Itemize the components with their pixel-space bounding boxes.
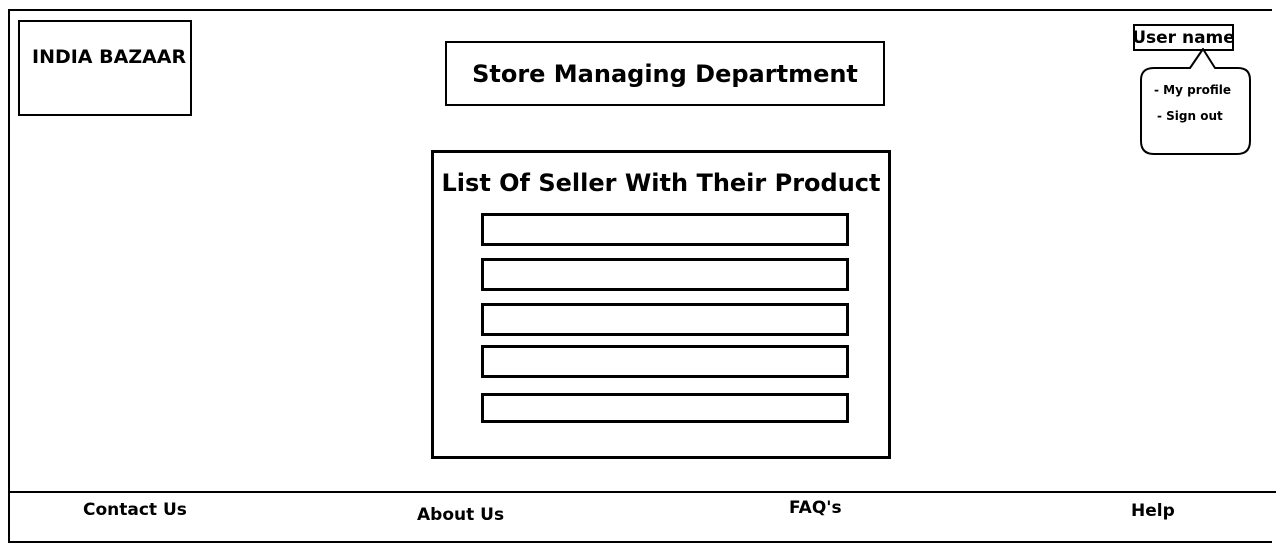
seller-list-row[interactable] bbox=[481, 213, 849, 246]
footer-link-faqs[interactable]: FAQ's bbox=[789, 498, 842, 518]
menu-item-sign-out[interactable]: - Sign out bbox=[1157, 109, 1223, 123]
seller-list-row[interactable] bbox=[481, 303, 849, 336]
seller-list-panel: List Of Seller With Their Product bbox=[431, 150, 891, 459]
seller-list-row[interactable] bbox=[481, 345, 849, 378]
user-menu-bubble bbox=[1140, 48, 1251, 155]
footer-link-contact-us[interactable]: Contact Us bbox=[83, 500, 187, 520]
seller-list-row[interactable] bbox=[481, 393, 849, 423]
footer-link-about-us[interactable]: About Us bbox=[417, 505, 505, 525]
logo-text: INDIA BAZAAR bbox=[32, 46, 187, 68]
seller-list-row[interactable] bbox=[481, 258, 849, 291]
logo[interactable]: INDIA BAZAAR bbox=[18, 20, 192, 116]
user-name-button[interactable]: User name bbox=[1132, 24, 1235, 51]
page-title-box: Store Managing Department bbox=[445, 41, 885, 106]
footer-link-help[interactable]: Help bbox=[1131, 501, 1175, 521]
footer-divider bbox=[8, 491, 1276, 493]
menu-item-my-profile[interactable]: - My profile bbox=[1154, 83, 1231, 97]
seller-list-title: List Of Seller With Their Product bbox=[441, 169, 881, 197]
page-title: Store Managing Department bbox=[472, 59, 858, 88]
page-frame bbox=[8, 9, 1272, 543]
